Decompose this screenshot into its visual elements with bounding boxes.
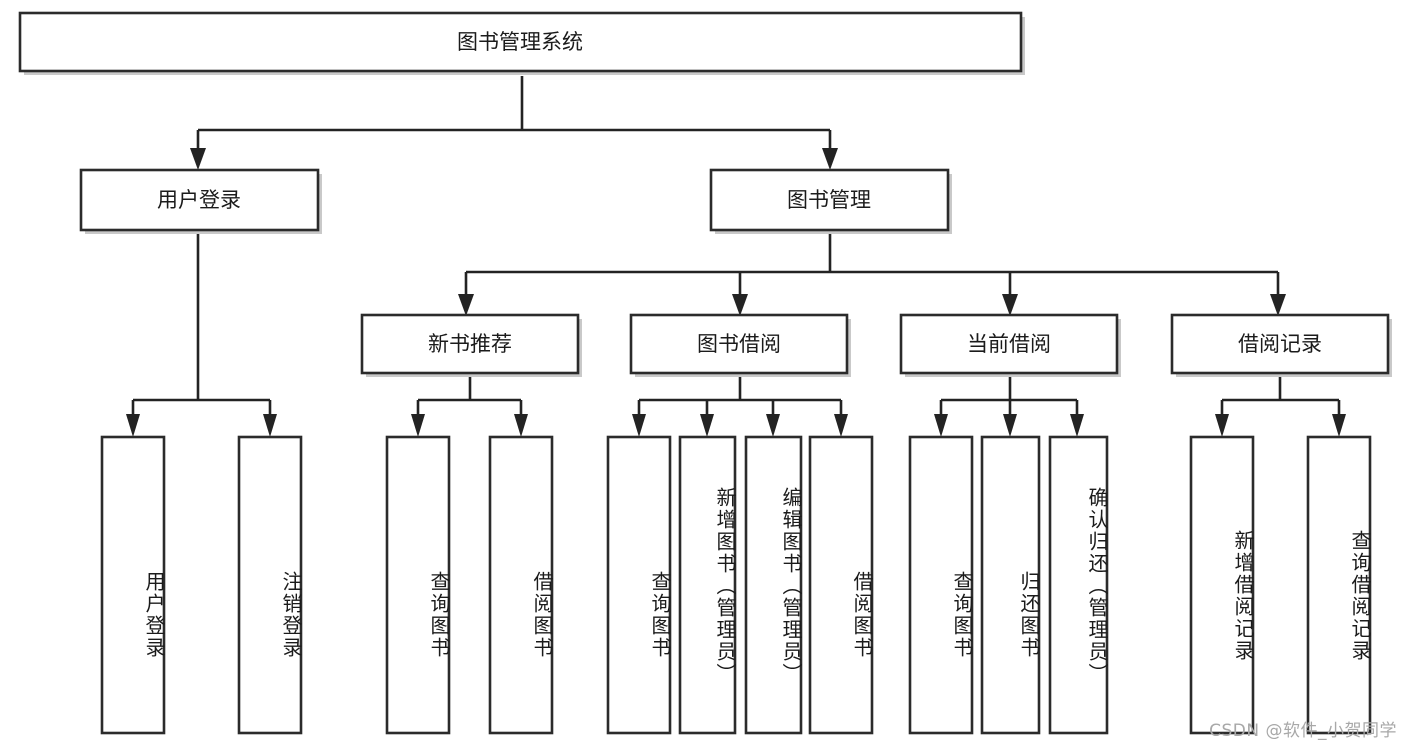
arrowhead-leaf-logout xyxy=(263,414,277,437)
connector-group-root xyxy=(190,76,838,170)
leaf-node-logout[interactable] xyxy=(237,435,303,735)
arrowhead-book-borrow xyxy=(732,294,748,316)
leaf-nb-borrow-rect[interactable] xyxy=(488,435,554,735)
node-book-management[interactable]: 图书管理 xyxy=(709,168,952,234)
node-borrow-record-label: 借阅记录 xyxy=(1238,332,1322,356)
leaf-cb-query-rect[interactable] xyxy=(908,435,974,735)
leaf-node-br-query-record[interactable] xyxy=(1306,435,1372,735)
leaf-bb-borrow-rect[interactable] xyxy=(808,435,874,735)
node-new-book-recommend-label: 新书推荐 xyxy=(428,332,512,356)
arrowhead-current-borrow xyxy=(1002,294,1018,316)
node-user-login[interactable]: 用户登录 xyxy=(79,168,322,234)
arrowhead-bb-borrow xyxy=(834,414,848,437)
leaf-node-nb-query-book[interactable] xyxy=(385,435,451,735)
leaf-logout-rect[interactable] xyxy=(237,435,303,735)
leaf-br-add-rect[interactable] xyxy=(1189,435,1255,735)
node-root[interactable]: 图书管理系统 xyxy=(18,11,1025,75)
leaf-user-login-rect[interactable] xyxy=(100,435,166,735)
connector-group-user-login xyxy=(126,233,277,437)
connector-group-borrow-record xyxy=(1215,377,1346,437)
node-user-login-rect[interactable] xyxy=(79,168,320,232)
node-book-borrow-label: 图书借阅 xyxy=(697,332,781,356)
leaf-cb-return-rect[interactable] xyxy=(980,435,1041,735)
arrowhead-nb-query xyxy=(411,414,425,437)
leaf-cb-confirm-rect[interactable] xyxy=(1048,435,1109,735)
leaf-node-bb-borrow-book[interactable] xyxy=(808,435,874,735)
node-current-borrow-rect[interactable] xyxy=(899,313,1119,375)
leaf-node-bb-query-book[interactable] xyxy=(606,435,672,735)
arrowhead-leaf-user-login xyxy=(126,414,140,437)
node-book-borrow-rect[interactable] xyxy=(629,313,849,375)
arrowhead-cb-return xyxy=(1003,414,1017,437)
arrowhead-user-login xyxy=(190,148,206,170)
node-book-management-label: 图书管理 xyxy=(787,188,871,212)
node-borrow-record-rect[interactable] xyxy=(1170,313,1390,375)
csdn-watermark: CSDN @软件_小贺同学 xyxy=(1209,721,1397,741)
connector-group-current-borrow xyxy=(934,377,1084,437)
arrowhead-bb-edit xyxy=(766,414,780,437)
arrowhead-cb-confirm xyxy=(1070,414,1084,437)
node-new-book-recommend-rect[interactable] xyxy=(360,313,580,375)
node-new-book-recommend[interactable]: 新书推荐 xyxy=(360,313,582,377)
arrowhead-nb-borrow xyxy=(514,414,528,437)
leaf-nb-query-rect[interactable] xyxy=(385,435,451,735)
arrowhead-br-add xyxy=(1215,414,1229,437)
arrowhead-bb-query xyxy=(632,414,646,437)
leaf-br-query-rect[interactable] xyxy=(1306,435,1372,735)
leaf-bb-add-rect[interactable] xyxy=(678,435,737,735)
leaf-node-cb-confirm-return[interactable] xyxy=(1048,435,1109,735)
leaf-node-br-add-record[interactable] xyxy=(1189,435,1255,735)
connector-group-book-mgmt xyxy=(458,233,1286,316)
leaf-node-bb-edit-book[interactable] xyxy=(744,435,803,735)
leaf-bb-edit-rect[interactable] xyxy=(744,435,803,735)
leaf-bb-query-rect[interactable] xyxy=(606,435,672,735)
leaf-node-bb-add-book[interactable] xyxy=(678,435,737,735)
node-borrow-record[interactable]: 借阅记录 xyxy=(1170,313,1392,377)
connector-group-new-book xyxy=(411,377,528,437)
connector-group-book-borrow xyxy=(632,377,848,437)
node-root-rect[interactable] xyxy=(18,11,1023,73)
leaf-node-cb-return-book[interactable] xyxy=(980,435,1041,735)
arrowhead-bb-add xyxy=(700,414,714,437)
node-root-label: 图书管理系统 xyxy=(457,30,583,54)
arrowhead-book-mgmt xyxy=(822,148,838,170)
arrowhead-br-query xyxy=(1332,414,1346,437)
node-book-management-rect[interactable] xyxy=(709,168,950,232)
leaf-node-cb-query-book[interactable] xyxy=(908,435,974,735)
arrowhead-new-book xyxy=(458,294,474,316)
leaf-node-user-login[interactable] xyxy=(100,435,166,735)
node-current-borrow-label: 当前借阅 xyxy=(967,332,1051,356)
arrowhead-borrow-record xyxy=(1270,294,1286,316)
arrowhead-cb-query xyxy=(934,414,948,437)
node-current-borrow[interactable]: 当前借阅 xyxy=(899,313,1121,377)
leaf-node-nb-borrow-book[interactable] xyxy=(488,435,554,735)
node-user-login-label: 用户登录 xyxy=(157,188,241,212)
node-book-borrow[interactable]: 图书借阅 xyxy=(629,313,851,377)
